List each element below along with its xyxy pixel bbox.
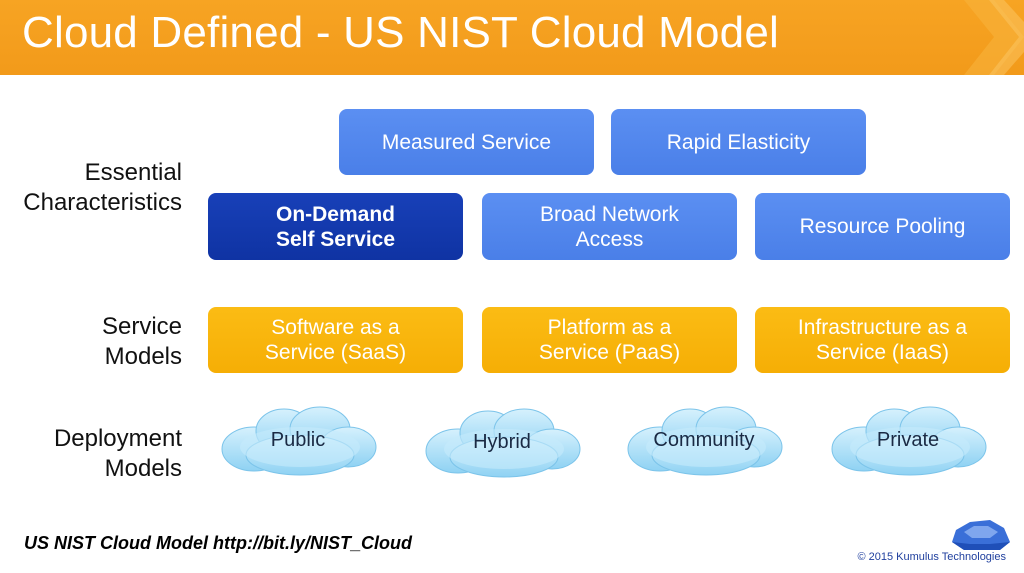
characteristic-resource-pooling: Resource Pooling <box>755 193 1010 260</box>
title-bar: Cloud Defined - US NIST Cloud Model <box>0 0 1024 75</box>
characteristic-on-demand-self-service: On-Demand Self Service <box>208 193 463 260</box>
label-line: Models <box>104 455 182 482</box>
box-label: Measured Service <box>381 130 552 154</box>
service-models-label: Service Models <box>102 312 182 372</box>
cloud-icon <box>831 406 987 476</box>
box-label: Rapid Elasticity <box>666 130 811 154</box>
characteristic-rapid-elasticity: Rapid Elasticity <box>611 109 866 175</box>
cloud-label: Community <box>653 429 755 451</box>
box-label: On-Demand <box>275 202 395 226</box>
box-label: Service (IaaS) <box>815 341 950 364</box>
box-label: Infrastructure as a <box>797 316 968 339</box>
cloud-icon <box>221 406 377 476</box>
box-label: Self Service <box>275 227 396 251</box>
service-model-paas: Platform as a Service (PaaS) <box>482 307 737 373</box>
label-line: Models <box>104 343 182 370</box>
deployment-public: Public <box>216 403 380 477</box>
box-label: Service (SaaS) <box>264 341 407 364</box>
label-line: Service <box>101 313 182 340</box>
slide-title: Cloud Defined - US NIST Cloud Model <box>22 8 779 57</box>
cloud-icon <box>627 406 783 476</box>
box-label: Platform as a <box>547 316 672 339</box>
box-label: Access <box>575 227 644 251</box>
deployment-hybrid: Hybrid <box>420 405 584 479</box>
deployment-models-label: Deployment Models <box>54 424 182 484</box>
copyright-notice: © 2015 Kumulus Technologies <box>857 551 1006 563</box>
service-model-iaas: Infrastructure as a Service (IaaS) <box>755 307 1010 373</box>
box-label: Service (PaaS) <box>538 341 681 364</box>
cloud-icon <box>425 408 581 478</box>
label-line: Deployment <box>53 425 182 452</box>
characteristic-measured-service: Measured Service <box>339 109 594 175</box>
service-model-saas: Software as a Service (SaaS) <box>208 307 463 373</box>
cloud-label: Hybrid <box>473 431 531 453</box>
cloud-label: Public <box>270 429 326 451</box>
cloud-label: Private <box>876 429 940 451</box>
characteristic-broad-network-access: Broad Network Access <box>482 193 737 260</box>
essential-characteristics-label: Essential Characteristics <box>23 158 182 218</box>
source-reference: US NIST Cloud Model http://bit.ly/NIST_C… <box>24 533 412 553</box>
label-line: Characteristics <box>23 189 182 216</box>
deployment-community: Community <box>622 403 786 477</box>
label-line: Essential <box>84 159 182 186</box>
chevron-decoration-icon <box>964 0 1024 75</box>
company-logo-icon <box>952 520 1010 550</box>
box-label: Broad Network <box>540 202 679 226</box>
box-label: Software as a <box>271 316 400 339</box>
deployment-private: Private <box>826 403 990 477</box>
box-label: Resource Pooling <box>799 215 966 238</box>
